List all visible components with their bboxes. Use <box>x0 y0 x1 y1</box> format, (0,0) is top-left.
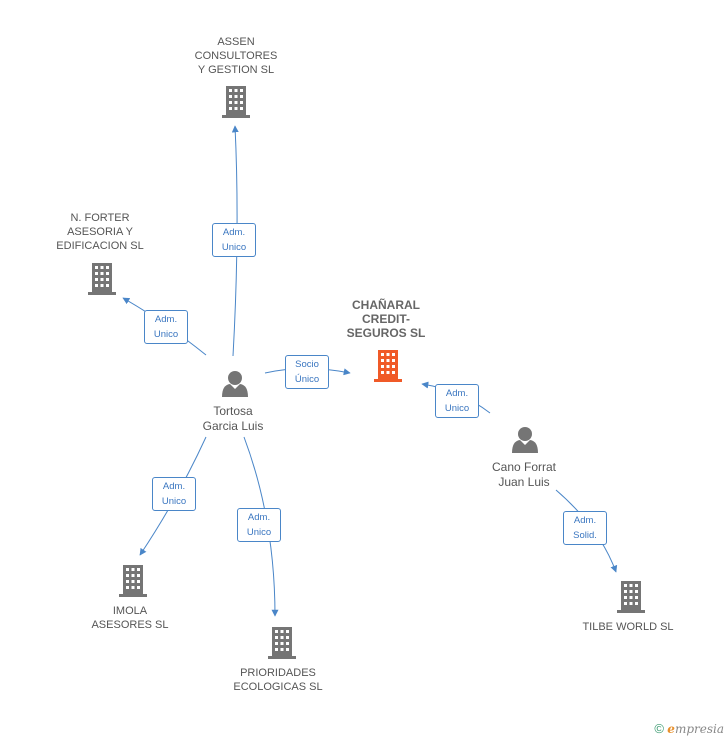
node-label-assen[interactable]: ASSEN CONSULTORES Y GESTION SL <box>194 36 278 76</box>
node-label-tilbe[interactable]: TILBE WORLD SL <box>582 621 674 633</box>
brand-logo: © empresia <box>654 721 724 736</box>
node-label-cano[interactable]: Cano Forrat Juan Luis <box>491 460 557 489</box>
node-label-prioridades[interactable]: PRIORIDADES ECOLOGICAS SL <box>233 667 323 693</box>
brand-name: mpresia <box>674 722 724 736</box>
brand-e: e <box>667 722 675 736</box>
building-icon-tilbe <box>617 581 645 613</box>
person-icon-cano <box>512 427 538 453</box>
person-icon-tortosa <box>222 371 248 397</box>
edge-label-nforter: Adm. Unico <box>144 310 188 344</box>
building-icon-prioridades <box>268 627 296 659</box>
node-label-tortosa[interactable]: Tortosa Garcia Luis <box>202 404 264 433</box>
building-icon-chanaral <box>374 350 402 382</box>
edge-label-prioridades: Adm. Unico <box>237 508 281 542</box>
node-label-chanaral[interactable]: CHAÑARAL CREDIT- SEGUROS SL <box>346 298 426 340</box>
copyright-icon: © <box>654 721 664 736</box>
building-icon-imola <box>119 565 147 597</box>
node-label-imola[interactable]: IMOLA ASESORES SL <box>91 605 169 631</box>
node-label-nforter[interactable]: N. FORTER ASESORIA Y EDIFICACION SL <box>56 212 144 252</box>
edge-label-tilbe: Adm. Solid. <box>563 511 607 545</box>
building-icon-nforter <box>88 263 116 295</box>
edge-label-chanaral-tortosa: Socio Único <box>285 355 329 389</box>
edge-label-assen: Adm. Unico <box>212 223 256 257</box>
edge-label-imola: Adm. Unico <box>152 477 196 511</box>
building-icon-assen <box>222 86 250 118</box>
edge-label-chanaral-cano: Adm. Unico <box>435 384 479 418</box>
